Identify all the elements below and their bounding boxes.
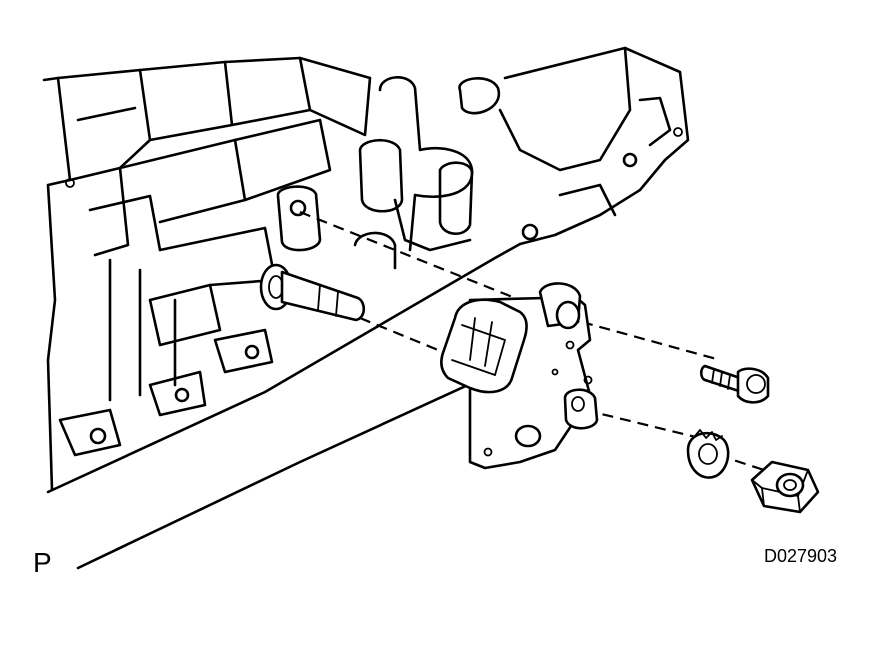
bolt	[699, 364, 770, 404]
figure-code: D027903	[764, 546, 838, 566]
corner-label: P	[33, 547, 52, 578]
lock-washer	[686, 429, 730, 479]
neutral-start-switch	[440, 282, 599, 470]
transmission-case	[42, 46, 690, 570]
nut	[750, 460, 820, 514]
